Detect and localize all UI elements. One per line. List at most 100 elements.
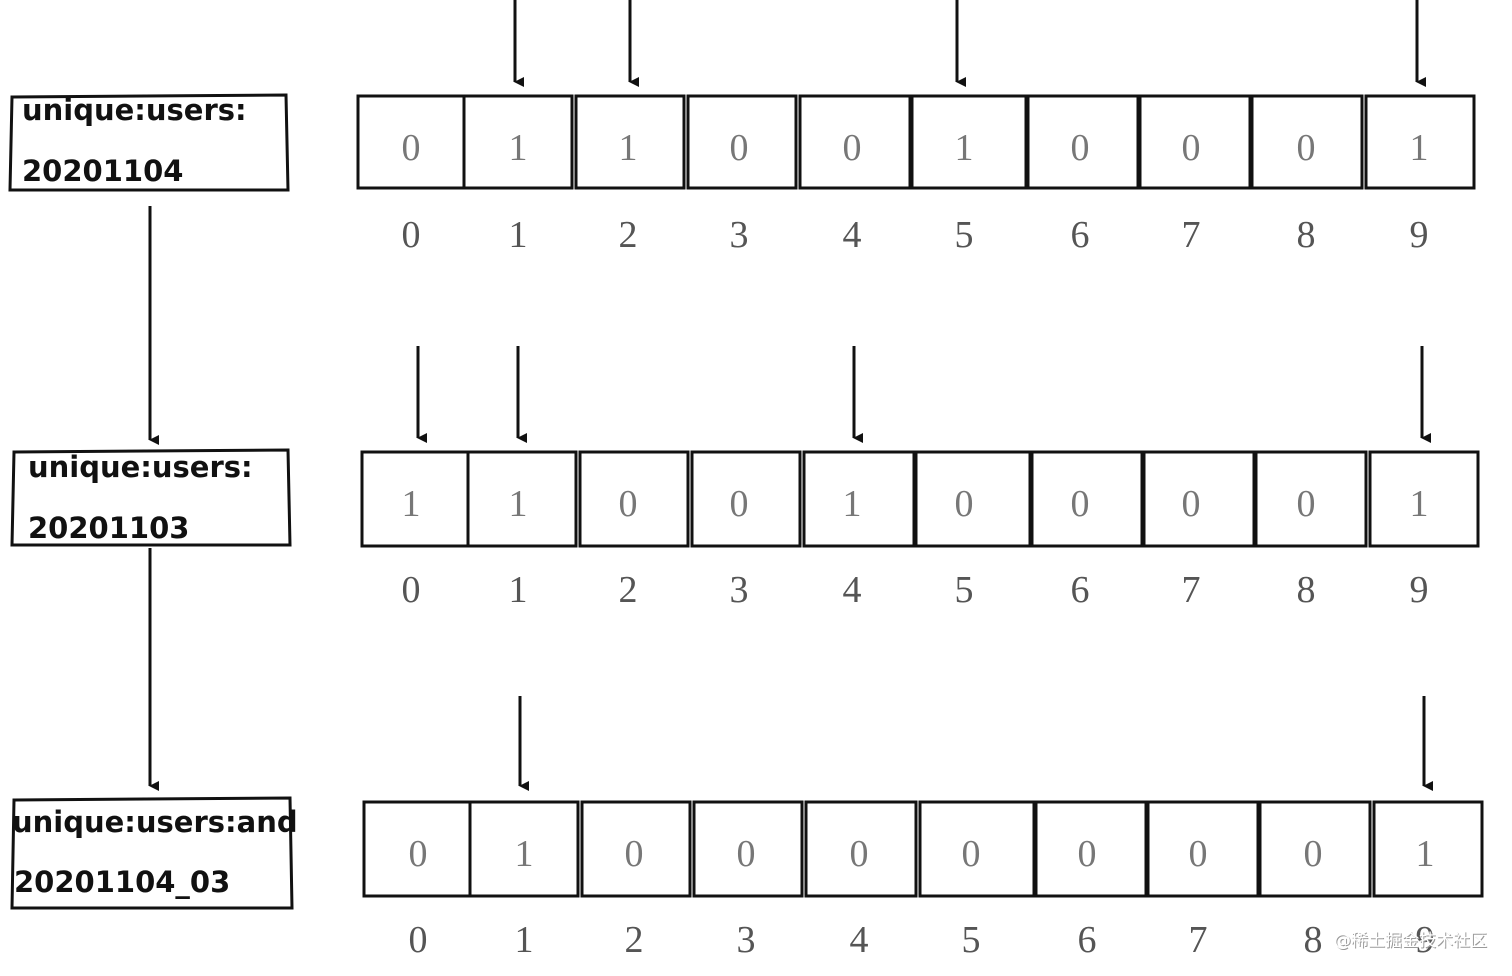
bit-value: 0	[850, 833, 869, 875]
bit-value: 0	[409, 833, 428, 875]
bit-value: 0	[1071, 483, 1090, 525]
bit-value: 0	[730, 483, 749, 525]
bit-cell	[574, 94, 686, 190]
bit-cells	[360, 450, 1480, 548]
bit-cell	[804, 800, 918, 898]
bit-index: 1	[515, 919, 534, 961]
bit-index: 8	[1297, 214, 1316, 256]
bit-index: 4	[843, 214, 862, 256]
bit-cell	[1138, 94, 1252, 190]
bit-value: 1	[509, 483, 528, 525]
key-label-line-2: 20201104	[22, 154, 183, 188]
bit-cells	[362, 800, 1484, 898]
bit-value: 0	[402, 127, 421, 169]
bit-index: 4	[850, 919, 869, 961]
bit-indices: 0 1 2 3 4 5 6 7 8 9	[409, 919, 1435, 961]
bit-value: 1	[1416, 833, 1435, 875]
key-label-line-2: 20201104_03	[14, 865, 230, 899]
key-label-line-1: unique:users:	[22, 93, 247, 127]
bit-index: 0	[409, 919, 428, 961]
bit-index: 3	[730, 569, 749, 611]
bit-index: 2	[619, 214, 638, 256]
bit-value: 0	[1182, 483, 1201, 525]
bit-cell	[910, 94, 1028, 190]
bit-value: 0	[737, 833, 756, 875]
bit-value: 0	[1297, 127, 1316, 169]
bit-value: 0	[730, 127, 749, 169]
bit-index: 3	[730, 214, 749, 256]
bit-values: 1 1 0 0 1 0 0 0 0 1	[402, 483, 1429, 525]
bit-cells	[356, 94, 1476, 190]
bit-index: 6	[1071, 214, 1090, 256]
bit-value: 1	[402, 483, 421, 525]
bit-index: 7	[1182, 214, 1201, 256]
bit-index: 6	[1071, 569, 1090, 611]
watermark-text-shadow: @稀土掘金技术社区	[1335, 932, 1488, 952]
bit-cell	[462, 94, 574, 190]
bit-index: 4	[843, 569, 862, 611]
bit-values: 0 1 0 0 0 0 0 0 0 1	[409, 833, 1435, 875]
bit-index: 6	[1078, 919, 1097, 961]
bit-value: 0	[1297, 483, 1316, 525]
set-bit-arrows	[416, 346, 1431, 443]
bit-cell	[1146, 800, 1260, 898]
bit-cell	[1254, 450, 1368, 548]
bit-cell	[686, 94, 798, 190]
bit-value: 0	[1182, 127, 1201, 169]
key-box-border	[8, 93, 290, 192]
bit-value: 0	[843, 127, 862, 169]
bit-cell	[914, 450, 1032, 548]
bit-value: 1	[843, 483, 862, 525]
bit-cell	[1258, 800, 1372, 898]
bit-cell	[692, 800, 804, 898]
set-bit-arrows	[513, 0, 1426, 87]
bit-cell	[802, 450, 916, 548]
bit-cell	[468, 800, 580, 898]
bit-index: 5	[955, 214, 974, 256]
key-box: unique:users:and 20201104_03	[10, 796, 298, 910]
key-box: unique:users: 20201104	[8, 93, 290, 192]
bit-value: 0	[1304, 833, 1323, 875]
bit-cell	[1364, 94, 1476, 190]
bit-cell	[690, 450, 802, 548]
bit-value: 1	[515, 833, 534, 875]
bit-cell	[918, 800, 1036, 898]
bit-cell	[1372, 800, 1484, 898]
bit-index: 1	[509, 214, 528, 256]
bit-value: 1	[509, 127, 528, 169]
bit-value: 0	[1189, 833, 1208, 875]
bit-value: 1	[1410, 127, 1429, 169]
bit-index: 9	[1410, 569, 1429, 611]
bit-value: 0	[1071, 127, 1090, 169]
key-label-line-1: unique:users:	[28, 450, 253, 484]
bit-index: 2	[625, 919, 644, 961]
bit-index: 1	[509, 569, 528, 611]
key-box-border	[10, 796, 294, 910]
bit-index: 7	[1189, 919, 1208, 961]
bit-index: 2	[619, 569, 638, 611]
key-box-border	[10, 448, 292, 547]
key-label-line-2: 20201103	[28, 511, 189, 545]
bit-index: 7	[1182, 569, 1201, 611]
bit-index: 9	[1416, 919, 1435, 961]
bit-value: 1	[619, 127, 638, 169]
bit-index: 9	[1410, 214, 1429, 256]
bit-index: 3	[737, 919, 756, 961]
bit-cell	[1250, 94, 1364, 190]
bit-cell	[1142, 450, 1256, 548]
watermark: @稀土掘金技术社区 @稀土掘金技术社区	[1334, 931, 1488, 952]
bit-index: 8	[1297, 569, 1316, 611]
bit-cell	[580, 800, 692, 898]
bit-indices: 0 1 2 3 4 5 6 7 8 9	[402, 214, 1429, 256]
row-20201104: unique:users: 20201104 0 1 1 0 0 1 0 0 0…	[8, 0, 1476, 256]
bit-values: 0 1 1 0 0 1 0 0 0 1	[402, 127, 1429, 169]
bit-value: 1	[1410, 483, 1429, 525]
bit-value: 0	[955, 483, 974, 525]
set-bit-arrows	[518, 696, 1433, 791]
bit-index: 5	[955, 569, 974, 611]
bit-cell	[798, 94, 912, 190]
row-and-result: unique:users:and 20201104_03 0 1 0 0 0 0…	[10, 696, 1484, 961]
key-label-line-1: unique:users:and	[12, 805, 298, 839]
bit-value: 0	[1078, 833, 1097, 875]
